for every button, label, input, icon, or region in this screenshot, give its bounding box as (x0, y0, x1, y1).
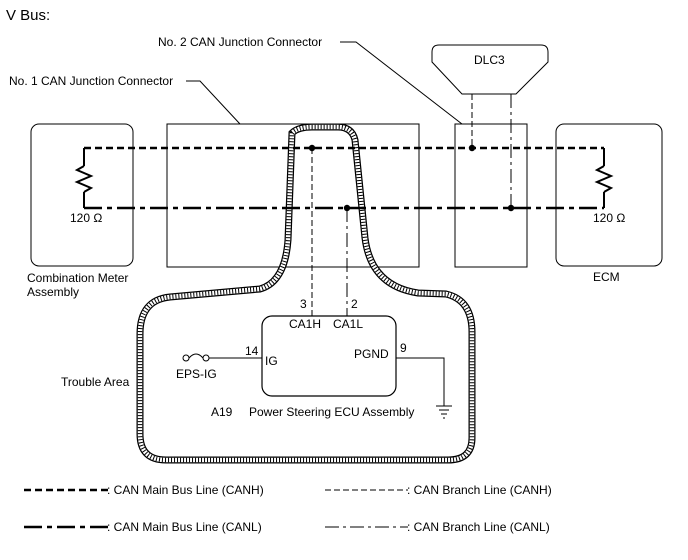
trouble-area-label: Trouble Area (61, 375, 130, 389)
junction2-leader (340, 41, 463, 125)
dlc3-label: DLC3 (474, 53, 505, 67)
eps-ig-fuse (182, 353, 262, 362)
ecu-name-label: Power Steering ECU Assembly (249, 405, 414, 419)
combination-meter-box (30, 123, 134, 267)
pin-ca1l-label: CA1L (333, 317, 363, 331)
junction-dot-canh-dlc3 (468, 144, 476, 152)
resistor-left (74, 148, 94, 208)
combination-meter-label-2: Assembly (27, 285, 79, 299)
junction-dot-canl-ecu (343, 204, 351, 212)
pin-ca1l-number: 2 (351, 297, 358, 311)
dlc3-connector (431, 44, 549, 95)
pin-pgnd-number: 9 (400, 341, 407, 355)
junction-connector-2-box (454, 123, 528, 268)
junction-connector-1-label: No. 1 CAN Junction Connector (9, 74, 173, 88)
legend-label-main-canh: : CAN Main Bus Line (CANH) (107, 483, 264, 497)
junction-connector-2-label: No. 2 CAN Junction Connector (158, 35, 322, 49)
pin-ca1h-number: 3 (300, 297, 307, 311)
legend-label-main-canl: : CAN Main Bus Line (CANL) (107, 520, 262, 534)
pin-ig-label: IG (265, 354, 278, 368)
junction-dot-canh-ecu (308, 144, 316, 152)
trouble-area-hatch (137, 124, 475, 463)
pin-pgnd-label: PGND (354, 347, 389, 361)
power-steering-ecu-box (261, 315, 397, 397)
pin-ca1h-label: CA1H (289, 317, 321, 331)
pin-ig-number: 14 (245, 344, 259, 358)
ecu-code-label: A19 (211, 405, 233, 419)
page-title: V Bus: (6, 7, 50, 24)
resistor-left-label: 120 Ω (70, 211, 102, 225)
ecm-label: ECM (593, 270, 620, 284)
legend-label-branch-canh: : CAN Branch Line (CANH) (407, 483, 552, 497)
junction-connector-1-box (166, 123, 420, 268)
legend-label-branch-canl: : CAN Branch Line (CANL) (407, 520, 550, 534)
eps-ig-label: EPS-IG (176, 367, 217, 381)
resistor-right (594, 148, 614, 208)
resistor-right-label: 120 Ω (593, 211, 625, 225)
combination-meter-label-1: Combination Meter (27, 271, 128, 285)
junction-dot-canl-dlc3 (507, 204, 515, 212)
legend: : CAN Main Bus Line (CANH) : CAN Branch … (24, 483, 552, 534)
junction1-leader (186, 80, 241, 125)
ground-symbol (396, 357, 452, 419)
ecm-box (555, 123, 663, 267)
